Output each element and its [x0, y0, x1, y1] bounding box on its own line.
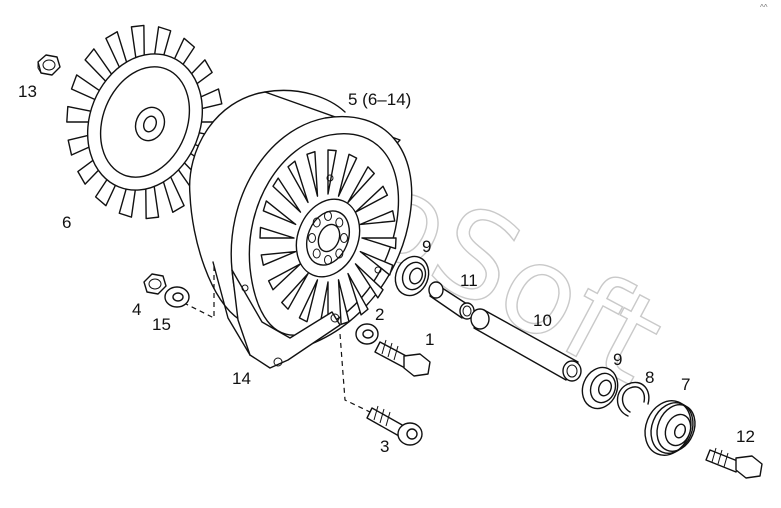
housing-rib — [267, 263, 302, 291]
corner-mark: ^^ — [760, 3, 768, 12]
part-9-bearing-upper — [394, 255, 430, 297]
housing-rib — [347, 166, 375, 204]
callout-7: 7 — [681, 375, 690, 394]
callout-4: 4 — [132, 300, 141, 319]
hub-hole — [312, 248, 321, 259]
housing-rib — [260, 250, 297, 266]
callout-12: 12 — [736, 427, 755, 446]
housing-rib — [354, 263, 384, 299]
callout-5: 5 (6–14) — [348, 90, 411, 109]
callout-6: 6 — [62, 213, 71, 232]
callout-labels: 13 6 5 (6–14) 9 11 4 15 2 1 10 9 8 7 14 … — [18, 82, 755, 456]
housing-rib — [359, 210, 396, 226]
callout-8: 8 — [645, 368, 654, 387]
callout-15: 15 — [152, 315, 171, 334]
callout-1: 1 — [425, 330, 434, 349]
housing-rib — [281, 272, 309, 310]
part-1-bolt — [374, 339, 431, 377]
housing-rib — [262, 200, 297, 226]
housing-rib — [306, 150, 319, 197]
hub-hole — [335, 248, 344, 259]
callout-14: 14 — [232, 369, 251, 388]
housing-rib — [347, 272, 369, 316]
housing-rib — [327, 149, 337, 195]
part-7-pulley — [644, 400, 696, 456]
housing-rib — [287, 160, 309, 204]
part-11-spacer-tube — [428, 281, 475, 320]
housing-rib — [272, 177, 302, 213]
callout-10: 10 — [533, 311, 552, 330]
hub-hole — [324, 255, 332, 265]
callout-9-lower: 9 — [613, 350, 622, 369]
hub-hole — [324, 211, 332, 221]
part-5-fan-housing — [188, 89, 413, 369]
hub-hole — [335, 217, 344, 228]
part-2-washer — [355, 323, 379, 345]
part-15-washer — [164, 286, 190, 308]
hub-hole — [340, 233, 348, 243]
part-10-shaft — [470, 308, 582, 382]
housing-rib — [354, 185, 389, 213]
part-8-snap-ring — [616, 381, 650, 417]
callout-11: 11 — [460, 271, 478, 290]
housing-rib — [298, 279, 319, 323]
part-13-nut — [37, 54, 61, 76]
callout-9-upper: 9 — [422, 237, 431, 256]
leader-lines — [185, 266, 371, 413]
part-12-bolt — [705, 447, 763, 479]
housing-rib — [359, 250, 394, 276]
callout-3: 3 — [380, 437, 389, 456]
housing-rib — [361, 237, 397, 250]
hub-hole — [312, 217, 321, 228]
housing-rib — [337, 153, 358, 197]
hub-hole — [308, 233, 316, 243]
housing-rib — [337, 279, 350, 326]
callout-13: 13 — [18, 82, 37, 101]
housing-rib — [259, 226, 295, 239]
part-4-nut — [143, 273, 167, 295]
part-9-bearing-lower — [581, 366, 619, 410]
part-3-bolt — [366, 405, 423, 446]
callout-2: 2 — [375, 305, 384, 324]
